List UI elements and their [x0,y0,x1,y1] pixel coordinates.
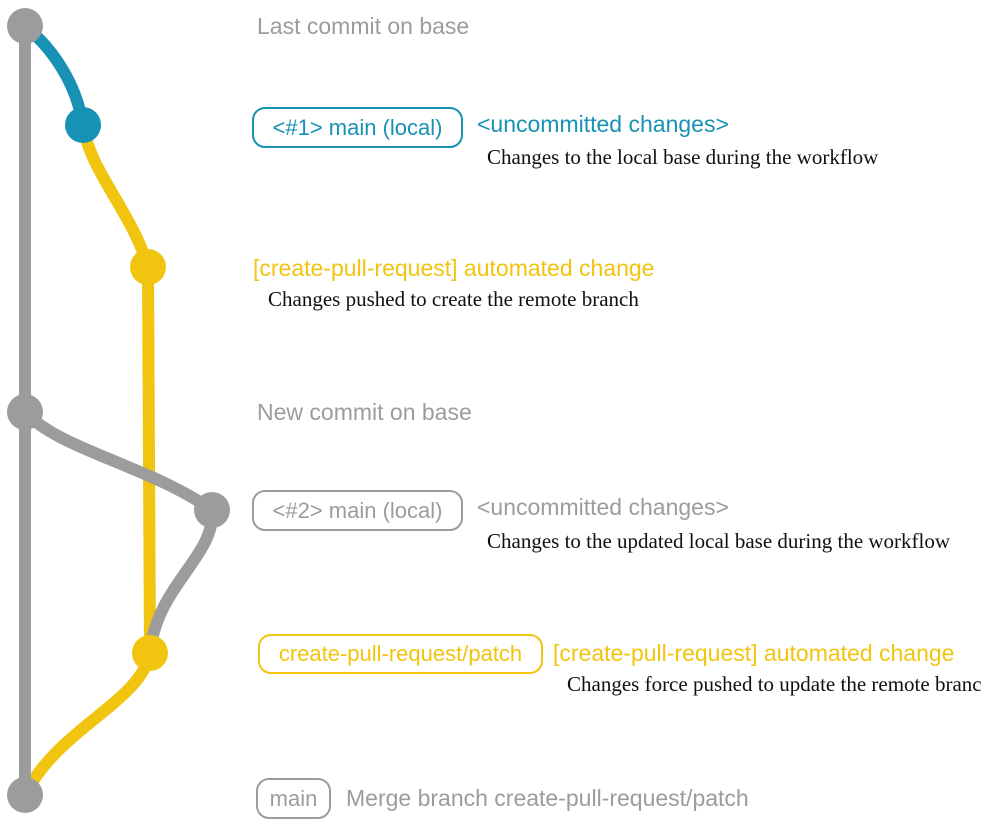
edge-yellow-branch-out [77,123,154,269]
commit-caption-uncommitted-1: Changes to the local base during the wor… [487,145,879,169]
commit-caption-automated-2: Changes force pushed to update the remot… [567,672,981,696]
edge-yellow-branch-line [142,266,156,654]
commit-headline-merge: Merge branch create-pull-request/patch [346,785,749,811]
commit-headline-automated-1: [create-pull-request] automated change [253,255,655,281]
commit-node-automated-change-1 [130,249,166,285]
branch-badge-create-pull-request-patch: create-pull-request/patch [258,634,543,674]
commit-node-main-local-1 [65,107,101,143]
commit-headline-automated-2: [create-pull-request] automated change [553,640,955,666]
label-last-commit-on-base: Last commit on base [257,13,470,39]
label-new-commit-on-base: New commit on base [257,399,472,425]
commit-node-merge-commit [7,777,43,813]
commit-node-last-commit-on-base [7,8,43,44]
branch-badge-main-local-2: <#2> main (local) [252,490,463,531]
commit-caption-uncommitted-2: Changes to the updated local base during… [487,529,951,553]
commit-caption-automated-1: Changes pushed to create the remote bran… [268,287,639,311]
commit-headline-uncommitted-1: <uncommitted changes> [477,111,729,137]
branch-badge-main: main [256,778,331,819]
edge-yellow-merge-in [19,651,156,798]
branch-badge-main-local-1: <#1> main (local) [252,107,463,148]
commit-node-automated-change-2 [132,635,168,671]
git-graph [7,8,230,813]
commit-headline-uncommitted-2: <uncommitted changes> [477,494,729,520]
commit-node-main-local-2 [194,492,230,528]
commit-node-new-commit-on-base [7,394,43,430]
edge-gray-branch-merge [144,509,219,654]
edge-gray-branch-cross [20,407,216,515]
